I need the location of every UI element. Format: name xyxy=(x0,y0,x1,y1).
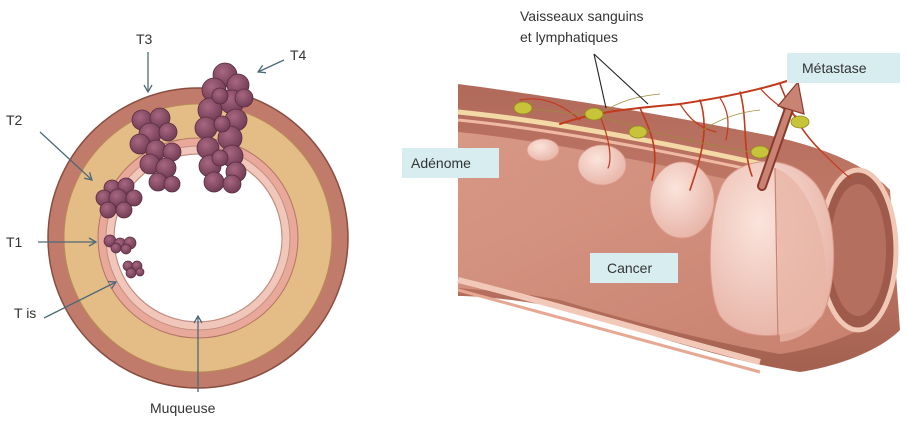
label-vaisseaux-line1: Vaisseaux sanguins xyxy=(520,8,643,24)
label-tis: T is xyxy=(14,305,36,321)
label-vaisseaux-line2: et lymphatiques xyxy=(520,29,618,45)
label-t1: T1 xyxy=(6,234,23,250)
label-cancer: Cancer xyxy=(607,260,652,276)
label-t2: T2 xyxy=(6,112,23,128)
label-t3: T3 xyxy=(136,31,153,47)
colon-illustration: Vaisseaux sanguins et lymphatiques Métas… xyxy=(402,8,900,372)
label-muqueuse: Muqueuse xyxy=(150,400,216,416)
vessel-pointer xyxy=(594,54,606,108)
label-t4: T4 xyxy=(290,47,307,63)
polyp-cancer-early xyxy=(650,162,714,238)
polyp-adenoma-small xyxy=(527,139,559,161)
arrow-t4 xyxy=(258,60,284,72)
lumen xyxy=(114,154,282,322)
vessel-pointer xyxy=(594,54,648,104)
colon-end-inner xyxy=(830,184,886,316)
tumor-cancer-advanced xyxy=(710,161,833,342)
label-metastase: Métastase xyxy=(802,60,867,76)
cross-section-diagram: T3 T4 T2 T1 T is Muqueuse xyxy=(6,31,348,416)
label-adenome: Adénome xyxy=(411,155,471,171)
polyp-adenoma xyxy=(578,145,626,185)
